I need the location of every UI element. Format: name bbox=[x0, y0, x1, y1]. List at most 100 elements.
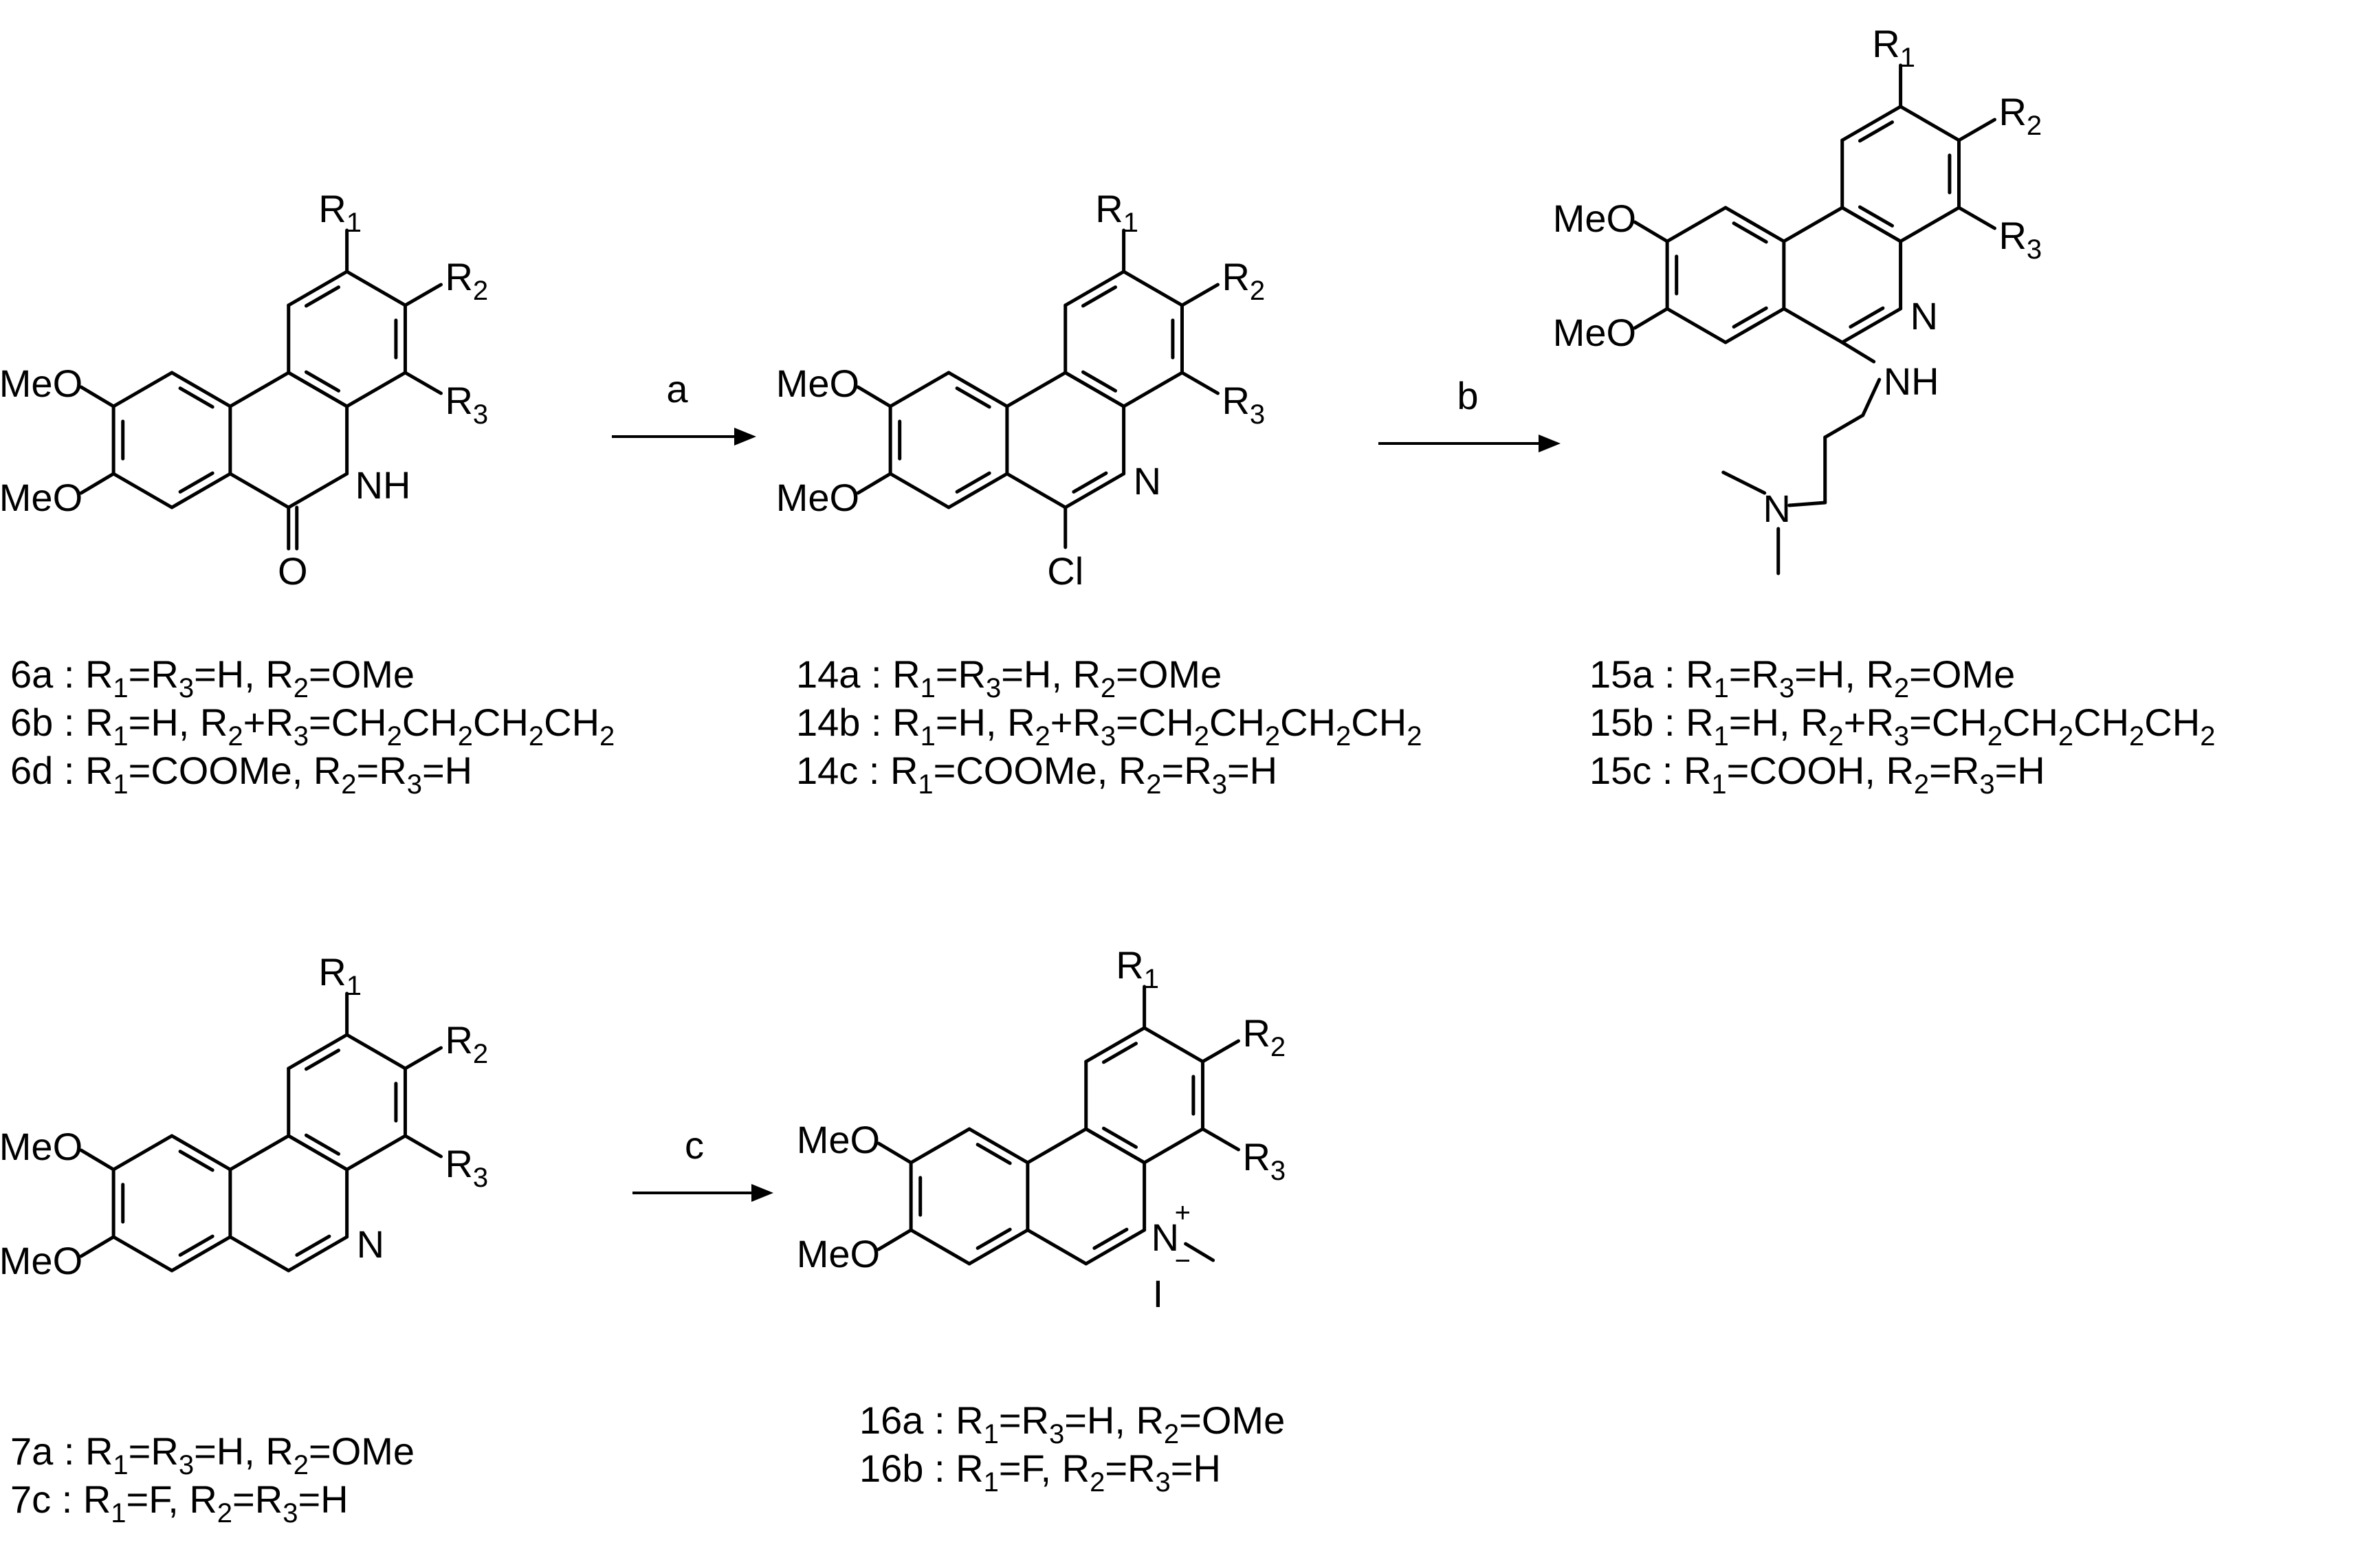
ring-c-double-bond bbox=[1101, 1042, 1138, 1064]
methoxy-label-top: MeO bbox=[797, 1118, 880, 1161]
ring-c-bond bbox=[345, 270, 407, 307]
ring-c-double-bond bbox=[304, 370, 340, 393]
ring-b-bond bbox=[1064, 472, 1126, 509]
ring-c-double-bond bbox=[1081, 285, 1117, 308]
ring-a-bond bbox=[947, 472, 1009, 509]
ring-a-bond bbox=[111, 1134, 174, 1172]
ring-c-bond bbox=[1122, 371, 1184, 408]
ring-c-bond bbox=[1840, 105, 1903, 142]
ring-c-double-bond bbox=[304, 1049, 340, 1071]
ring-a-bond bbox=[170, 1235, 232, 1273]
ring-c-double-bond bbox=[304, 1133, 340, 1156]
ring-c-double-bond bbox=[1101, 1126, 1138, 1149]
r3-label: R3 bbox=[1222, 379, 1265, 430]
ring-c-bond bbox=[287, 1033, 349, 1071]
methoxy-label-top: MeO bbox=[0, 1125, 82, 1168]
ring-c-bond bbox=[1899, 105, 1961, 142]
r2-label: R2 bbox=[1222, 255, 1265, 306]
ring-c-double-bond bbox=[1081, 370, 1117, 393]
ring-a-bond bbox=[170, 371, 232, 408]
ring-b-bond bbox=[1005, 472, 1068, 509]
methoxy-label-bottom: MeO bbox=[776, 476, 859, 519]
r2-bond bbox=[1180, 283, 1220, 307]
caption-14c: 14c : R1=COOMe, R2=R3=H bbox=[796, 749, 1277, 800]
c-n-double-bond bbox=[1072, 471, 1108, 494]
r3-label: R3 bbox=[1998, 214, 2042, 265]
ring-b-bond bbox=[1026, 1228, 1088, 1266]
r2-label: R2 bbox=[1998, 90, 2042, 141]
n-methyl-bond bbox=[1721, 470, 1767, 495]
ring-a-bond bbox=[111, 371, 174, 408]
ring-b-bond bbox=[287, 1235, 349, 1273]
ring-a-bond bbox=[1665, 307, 1728, 344]
ring-b-bond bbox=[228, 472, 291, 509]
ring-a-double-bond bbox=[1732, 221, 1768, 244]
nh-label: NH bbox=[1884, 360, 1939, 403]
ring-a-bond bbox=[1665, 206, 1728, 243]
caption-14b: 14b : R1=H, R2+R3=CH2CH2CH2CH2 bbox=[796, 701, 1422, 751]
ring-b-bond bbox=[287, 472, 349, 509]
methoxy-bond bbox=[877, 1141, 913, 1165]
r2-bond bbox=[1957, 118, 1996, 142]
caption-15c: 15c : R1=COOH, R2=R3=H bbox=[1589, 749, 2045, 800]
caption-14a: 14a : R1=R3=H, R2=OMe bbox=[796, 652, 1222, 703]
r2-label: R2 bbox=[445, 1018, 488, 1069]
r1-label: R1 bbox=[1095, 187, 1138, 238]
methoxy-bond bbox=[856, 472, 892, 495]
nh-label: NH bbox=[355, 463, 411, 507]
methoxy-label-bottom: MeO bbox=[0, 476, 82, 519]
ring-c-bond bbox=[345, 371, 407, 408]
caption-7a: 7a : R1=R3=H, R2=OMe bbox=[10, 1429, 415, 1480]
r3-label: R3 bbox=[445, 379, 488, 430]
ring-a-double-bond bbox=[178, 1234, 214, 1257]
ring-a-double-bond bbox=[178, 471, 214, 494]
ring-c-bond bbox=[287, 371, 349, 408]
ring-c-double-bond bbox=[1858, 205, 1894, 228]
ring-b-bond bbox=[1840, 307, 1903, 344]
n-label: N bbox=[1910, 294, 1938, 338]
c-n-double-bond bbox=[1092, 1227, 1129, 1250]
c-n-double-bond bbox=[295, 1234, 331, 1257]
ring-a-double-bond bbox=[976, 1227, 1012, 1250]
ring-c-double-bond bbox=[304, 285, 340, 308]
methoxy-label-bottom: MeO bbox=[1553, 311, 1636, 354]
ring-b-bond bbox=[1782, 206, 1844, 243]
ring-a-bond bbox=[909, 1127, 971, 1165]
ring-a-double-bond bbox=[955, 471, 991, 494]
nme2-n-label: N bbox=[1763, 487, 1791, 530]
arrow-b: b bbox=[1378, 374, 1561, 452]
caption-6b: 6b : R1=H, R2+R3=CH2CH2CH2CH2 bbox=[10, 701, 615, 751]
ring-a-bond bbox=[888, 371, 951, 408]
methoxy-bond bbox=[877, 1228, 913, 1251]
carbonyl-o-label: O bbox=[278, 549, 308, 593]
methoxy-bond bbox=[1633, 220, 1669, 243]
ring-c-bond bbox=[1899, 206, 1961, 243]
r2-label: R2 bbox=[445, 255, 488, 306]
ring-b-bond bbox=[228, 1235, 291, 1273]
caption-7c: 7c : R1=F, R2=R3=H bbox=[10, 1478, 349, 1528]
ring-c-bond bbox=[345, 1134, 407, 1172]
caption-6d: 6d : R1=COOMe, R2=R3=H bbox=[10, 749, 472, 800]
ring-c-bond bbox=[1084, 1127, 1147, 1165]
r3-bond bbox=[1957, 206, 1996, 230]
ring-a-bond bbox=[170, 472, 232, 509]
methoxy-bond bbox=[856, 385, 892, 408]
ring-b-bond bbox=[1026, 1127, 1088, 1165]
ring-a-bond bbox=[1723, 206, 1786, 243]
iodide-label: I bbox=[1153, 1272, 1164, 1315]
arrow-c-label: c bbox=[685, 1123, 704, 1167]
c-n-double-bond bbox=[1849, 306, 1885, 329]
r3-bond bbox=[403, 371, 443, 395]
ring-a-bond bbox=[111, 1235, 174, 1273]
ethyl-bond bbox=[1823, 413, 1865, 439]
caption-15b: 15b : R1=H, R2+R3=CH2CH2CH2CH2 bbox=[1589, 701, 2215, 751]
methoxy-bond bbox=[79, 1235, 115, 1258]
r2-label: R2 bbox=[1242, 1011, 1286, 1062]
c-nh-bond bbox=[1840, 340, 1876, 364]
